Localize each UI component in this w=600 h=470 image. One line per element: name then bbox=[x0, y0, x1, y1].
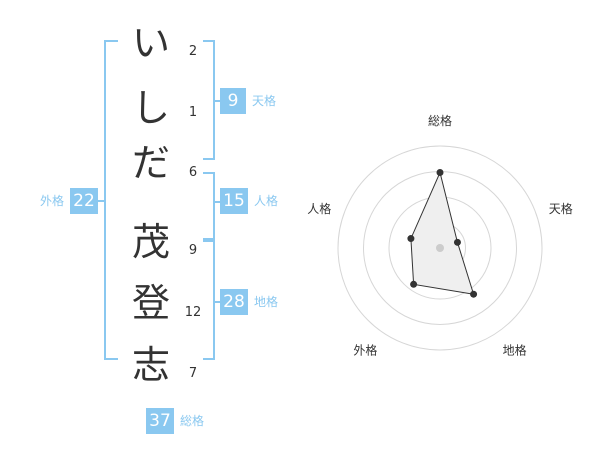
stroke-count-5: 12 bbox=[184, 305, 202, 320]
chikaku-label: 地格 bbox=[254, 295, 279, 309]
soukaku-score: 37 bbox=[146, 408, 174, 434]
soukaku-label: 総格 bbox=[180, 414, 205, 428]
stroke-count-6: 7 bbox=[188, 366, 198, 381]
gaikaku-bracket bbox=[104, 40, 118, 360]
jinkaku-bracket bbox=[203, 172, 215, 240]
name-char-3: だ bbox=[131, 141, 170, 185]
gaikaku-connector bbox=[96, 200, 105, 202]
radar-axis-label-4: 外格 bbox=[353, 343, 377, 358]
name-char-5: 登 bbox=[131, 281, 170, 325]
jinkaku-score: 15 bbox=[220, 188, 248, 214]
chikaku-connector bbox=[214, 301, 222, 303]
stroke-count-1: 2 bbox=[188, 44, 198, 59]
jinkaku-connector bbox=[214, 201, 222, 203]
stroke-count-4: 9 bbox=[188, 243, 198, 258]
jinkaku-label: 人格 bbox=[254, 194, 279, 208]
tenkaku-connector bbox=[214, 100, 222, 102]
tenkaku-label: 天格 bbox=[252, 94, 277, 108]
name-char-4: 茂 bbox=[131, 220, 170, 264]
radar-points bbox=[407, 169, 478, 298]
gaikaku-label: 外格 bbox=[40, 194, 65, 208]
gaikaku-score: 22 bbox=[70, 188, 98, 214]
name-char-1: い bbox=[131, 21, 170, 65]
radar-axis-label-3: 地格 bbox=[503, 343, 527, 358]
radar-point-5 bbox=[407, 235, 415, 243]
name-diagram: い し だ 茂 登 志 2 1 6 9 12 7 9 天格 15 人格 28 地… bbox=[40, 21, 279, 434]
radar-point-1 bbox=[436, 169, 444, 177]
name-char-2: し bbox=[131, 86, 170, 130]
radar-axis-label-5: 人格 bbox=[307, 201, 331, 216]
name-char-6: 志 bbox=[131, 343, 170, 387]
radar-point-2 bbox=[453, 238, 461, 246]
radar-axis-label-1: 総格 bbox=[428, 113, 452, 128]
chikaku-bracket bbox=[203, 240, 215, 360]
stroke-count-2: 1 bbox=[188, 105, 198, 120]
stroke-count-3: 6 bbox=[188, 165, 198, 180]
radar-axis-label-2: 天格 bbox=[549, 201, 573, 216]
chikaku-score: 28 bbox=[220, 289, 248, 315]
radar-grid-ring bbox=[337, 145, 543, 351]
radar-point-3 bbox=[470, 290, 478, 298]
tenkaku-score: 9 bbox=[220, 88, 246, 114]
radar-center-dot bbox=[436, 244, 444, 252]
radar-area bbox=[410, 170, 475, 295]
radar-point-4 bbox=[410, 280, 418, 288]
